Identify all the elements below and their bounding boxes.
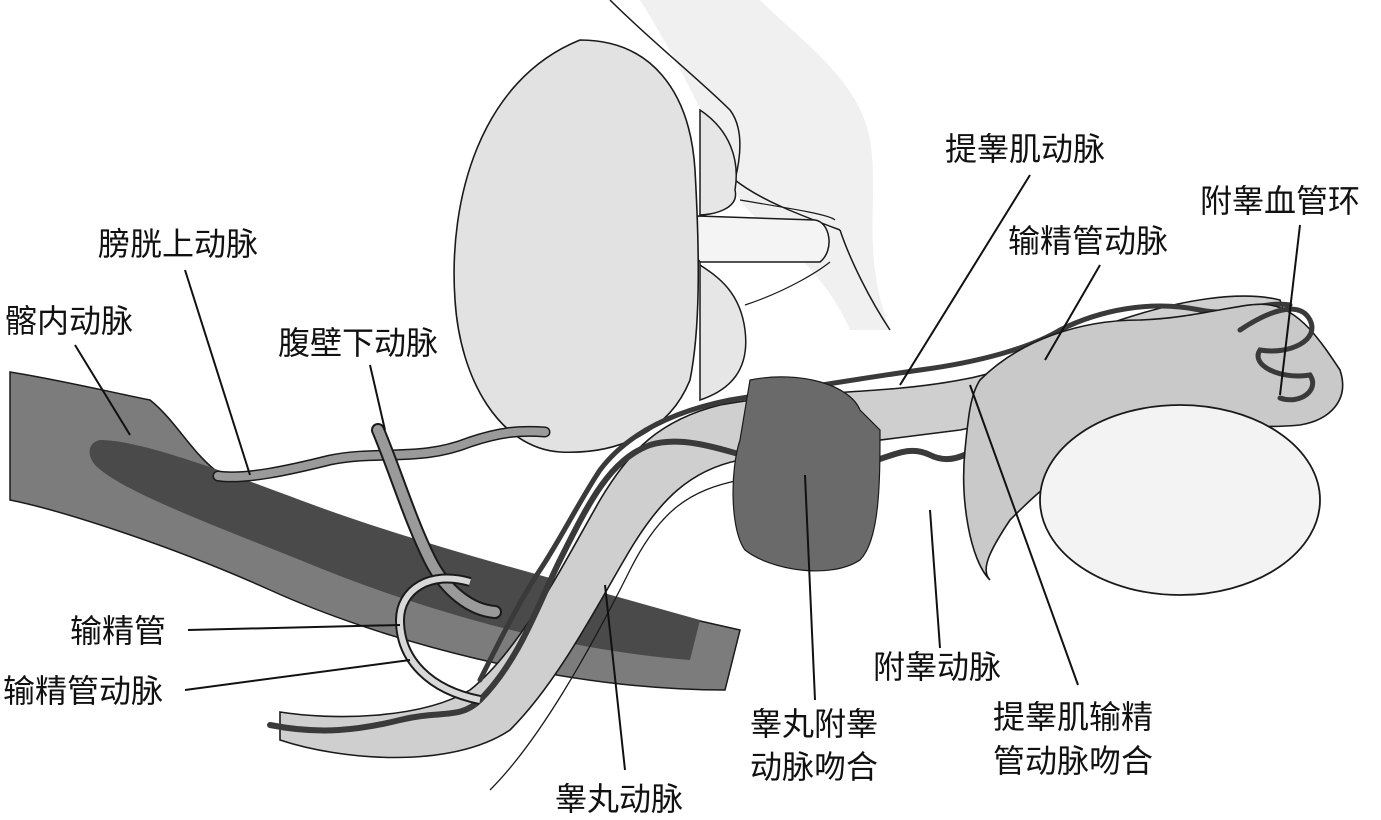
- leader-inferior-epigastric-artery: [369, 364, 386, 431]
- label-deferential-artery-left: 输精管动脉: [3, 672, 163, 710]
- pubic-bone-body: [699, 108, 747, 402]
- vas-deferens-loop-fill: [396, 575, 481, 703]
- label-internal-iliac-artery: 髂内动脉: [5, 302, 133, 340]
- leader-testicular-epididymal-anastomosis: [804, 474, 816, 701]
- label-inferior-epigastric-artery: 腹壁下动脉: [278, 324, 438, 362]
- leader-deferential-artery-right: [1044, 264, 1101, 361]
- pubic-bone-outline-lower: [839, 229, 891, 331]
- testicular-artery: [267, 427, 1023, 734]
- testis: [1039, 404, 1321, 596]
- pelvic-bone: [609, 0, 891, 402]
- label-testicular-epididymal-anastomosis-line2: 动脉吻合: [750, 748, 878, 786]
- inferior-epigastric-artery-fill: [373, 425, 500, 617]
- leader-internal-iliac-artery: [74, 344, 131, 436]
- labels: 提睾肌动脉 附睾血管环 输精管动脉 膀胱上动脉 髂内动脉 腹壁下动脉 输精管 输…: [3, 130, 1360, 818]
- leader-vas-deferens: [187, 624, 401, 631]
- label-epididymal-vascular-loop: 附睾血管环: [1200, 182, 1360, 220]
- label-cremasteric-deferential-anastomosis-line1: 提睾肌输精: [993, 698, 1153, 736]
- label-superior-vesical-artery: 膀胱上动脉: [98, 225, 258, 263]
- label-cremasteric-deferential-anastomosis-line2: 管动脉吻合: [993, 742, 1153, 780]
- obturator-line: [739, 199, 836, 306]
- pubic-tubercle: [732, 376, 881, 572]
- leader-cremasteric-artery: [899, 174, 1031, 386]
- symphysis-disc: [691, 215, 830, 263]
- label-vas-deferens: 输精管: [70, 612, 166, 650]
- label-cremasteric-artery: 提睾肌动脉: [945, 130, 1105, 168]
- epididymal-vascular-loop-vessel: [1237, 306, 1316, 403]
- cord-wall-line: [489, 479, 741, 791]
- leader-deferential-artery-left: [184, 659, 411, 691]
- label-testicular-epididymal-anastomosis-line1: 睾丸附睾: [750, 705, 878, 743]
- leader-epididymal-vascular-loop: [1279, 224, 1301, 396]
- label-epididymal-artery: 附睾动脉: [873, 648, 1001, 686]
- leader-testicular-artery: [604, 584, 626, 771]
- leader-cremasteric-deferential-anastomosis: [969, 384, 1079, 686]
- label-testicular-artery: 睾丸动脉: [555, 780, 683, 818]
- label-deferential-artery-right: 输精管动脉: [1008, 222, 1168, 260]
- leader-lines: [74, 174, 1301, 771]
- leader-superior-vesical-artery: [184, 269, 251, 476]
- leader-epididymal-artery: [929, 509, 941, 649]
- bladder: [453, 39, 700, 454]
